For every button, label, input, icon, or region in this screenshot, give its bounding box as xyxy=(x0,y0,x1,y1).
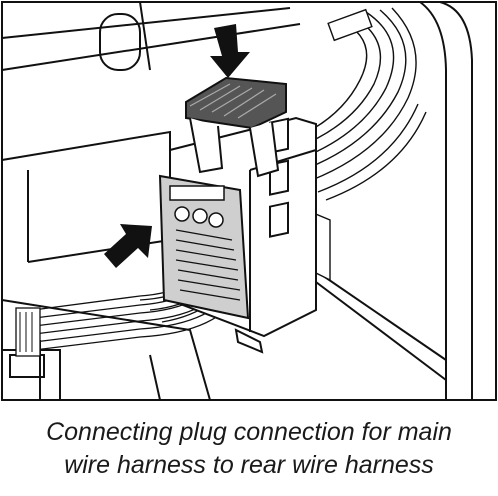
caption-line-2: wire harness to rear wire harness xyxy=(64,451,434,479)
arrow-diagonal-icon xyxy=(104,224,152,268)
caption-line-1: Connecting plug connection for main xyxy=(46,418,452,446)
connector-face xyxy=(158,174,250,320)
connector-illustration xyxy=(1,0,497,401)
arrow-down-icon xyxy=(210,24,250,78)
figure-caption: Connecting plug connection for main wire… xyxy=(0,416,498,482)
plug-cap xyxy=(185,76,287,178)
